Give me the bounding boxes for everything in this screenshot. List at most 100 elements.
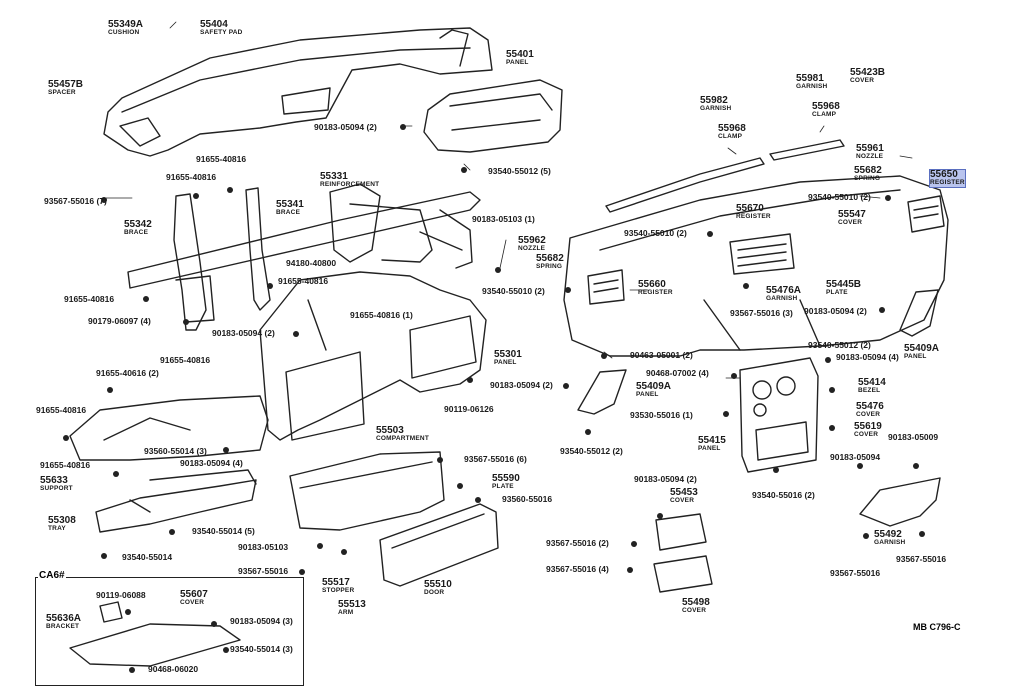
part-number: 55503 [376, 425, 404, 436]
part-name: PANEL [698, 445, 721, 452]
part-number: 55308 [48, 515, 76, 526]
part-number: 55457B [48, 79, 84, 90]
part-number: 55301 [494, 349, 522, 360]
fastener-ref: 91655-40816 [64, 294, 115, 304]
leader-lines [105, 21, 913, 379]
part-number: 55414 [858, 377, 886, 388]
part-number: 55492 [874, 529, 902, 540]
part-number: 55404 [200, 19, 228, 30]
part-number: 55636A [46, 613, 82, 624]
fastener-dots [63, 124, 925, 673]
part-number: 55349A [108, 19, 144, 30]
fastener-ref: 90183-05094 (3) [230, 616, 293, 626]
part-number: 55445B [826, 279, 862, 290]
fastener-ref: 90183-05094 (2) [212, 328, 275, 338]
part-name: COVER [856, 411, 881, 418]
fastener-ref: 93530-55016 (1) [630, 410, 693, 420]
fastener-ref: 90183-05103 [238, 542, 289, 552]
part-number: 55517 [322, 577, 350, 588]
part-name: COVER [670, 497, 695, 504]
part-name: PLATE [826, 289, 848, 296]
fastener-ref: 91655-40816 [196, 154, 247, 164]
part-name: REGISTER [638, 289, 673, 296]
part-name: CLAMP [812, 111, 837, 118]
part-name: COVER [854, 431, 879, 438]
fastener-ref: 93567-55016 (2) [546, 538, 609, 548]
fastener-ref: 90183-05094 (4) [180, 458, 243, 468]
part-name: COVER [838, 219, 863, 226]
part-number: 55961 [856, 143, 884, 154]
part-name: CUSHION [108, 29, 140, 36]
part-number: 55682 [854, 165, 882, 176]
part-name: BEZEL [858, 387, 881, 394]
part-name: STOPPER [322, 587, 355, 594]
part-number: 55660 [638, 279, 666, 290]
brace-drawing [173, 187, 271, 331]
part-number: 55968 [812, 101, 840, 112]
fastener-ref: 90179-06097 (4) [88, 316, 151, 326]
part-number: 55423B [850, 67, 886, 78]
part-number: 55607 [180, 589, 208, 600]
part-number: 55510 [424, 579, 452, 590]
fastener-ref: 93540-55014 (3) [230, 644, 293, 654]
fastener-ref: 93540-55010 (2) [624, 228, 687, 238]
registers-drawing [587, 195, 945, 305]
fastener-ref: 93567-55016 (7) [44, 196, 107, 206]
part-number: 55981 [796, 73, 824, 84]
fastener-ref: 90183-05094 (2) [634, 474, 697, 484]
part-number: 55982 [700, 95, 728, 106]
part-number: 55682 [536, 253, 564, 264]
fastener-ref: 93560-55014 (3) [144, 446, 207, 456]
part-name: SPACER [48, 89, 76, 96]
part-number: 55547 [838, 209, 866, 220]
part-name: BRACE [276, 209, 301, 216]
part-number: 55401 [506, 49, 534, 60]
part-name: SUPPORT [40, 485, 73, 492]
fastener-ref: 90183-05094 (2) [804, 306, 867, 316]
part-name: REGISTER [736, 213, 771, 220]
tray-drawing [95, 469, 257, 533]
part-number: 55409A [636, 381, 672, 392]
part-number: 55968 [718, 123, 746, 134]
part-number: 55650 [930, 169, 958, 180]
fastener-ref: 93540-55012 (5) [488, 166, 551, 176]
fastener-ref: 93540-55012 (2) [808, 340, 871, 350]
reinforcement-drawing [127, 183, 481, 289]
part-name: REINFORCEMENT [320, 181, 380, 188]
part-number: 55590 [492, 473, 520, 484]
fastener-ref: 93560-55016 [502, 494, 553, 504]
part-number: 55476A [766, 285, 802, 296]
fastener-ref: 90183-05094 [830, 452, 881, 462]
fastener-ref: 90468-07002 (4) [646, 368, 709, 378]
part-name: COVER [850, 77, 875, 84]
garnish-strips-drawing [605, 139, 845, 213]
compartment-drawing [289, 451, 445, 531]
part-number: 55341 [276, 199, 304, 210]
fastener-ref: 93540-55014 [122, 552, 173, 562]
fastener-ref: 93567-55016 (3) [730, 308, 793, 318]
part-number: 55342 [124, 219, 152, 230]
covers-drawing [653, 513, 713, 593]
